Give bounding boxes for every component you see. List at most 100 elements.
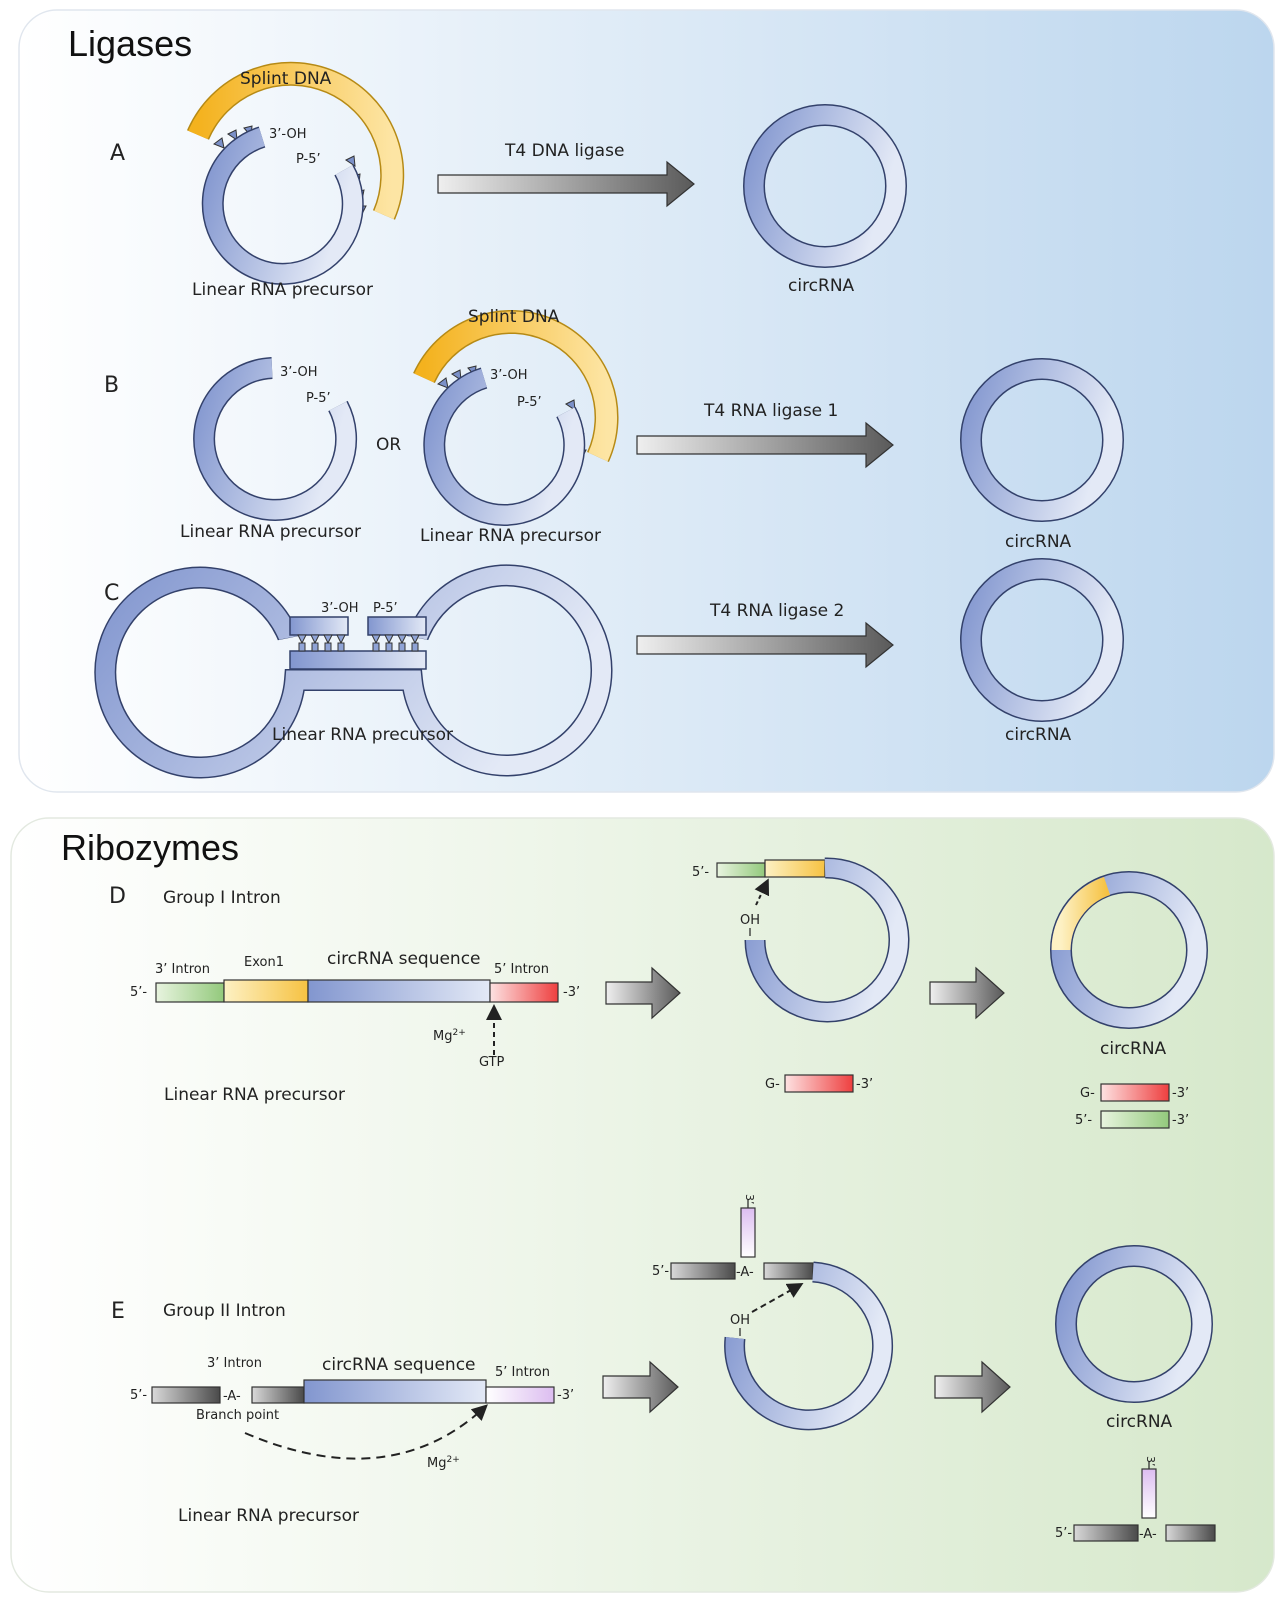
three-prime-top-e: 3’ [743, 1194, 756, 1205]
intron-type-e: Group II Intron [163, 1301, 286, 1321]
p-label-right: P-5’ [517, 395, 542, 410]
final-green-bar [1100, 1110, 1170, 1129]
a-link-e3: -A- [1139, 1527, 1157, 1542]
intron3-label: 3’ Intron [155, 962, 210, 977]
panel-c-letter: C [104, 581, 119, 606]
panel-b-letter: B [104, 373, 119, 398]
oh-label: 3’-OH [269, 127, 306, 142]
released-grey-left [1073, 1524, 1139, 1542]
three-prime-d4: -3’ [1172, 1113, 1189, 1128]
oh-label-d: OH [740, 913, 760, 928]
panel-a: A 3’-OH P-5’ Splint DNA Linear RNA precu… [110, 61, 907, 300]
product-label: circRNA [788, 276, 855, 296]
intron3b-bar-e [251, 1386, 305, 1404]
enzyme-label-b: T4 RNA ligase 1 [703, 401, 838, 421]
panel-e: E Group II Intron 5’- -A- -3’ 3’ Intron … [111, 1194, 1216, 1542]
product-label-c: circRNA [1005, 725, 1072, 745]
panel-c: C 3’-OH P-5’ Linear RNA precursor T4 RNA… [94, 558, 1124, 779]
precursor-label-left: Linear RNA precursor [180, 522, 361, 542]
reaction-arrow-e1 [602, 1360, 679, 1414]
mg-label: Mg2+ [433, 1028, 466, 1044]
three-prime-d3: -3’ [1172, 1086, 1189, 1101]
intermediate-yellow-bar [764, 859, 826, 878]
or-label: OR [376, 435, 401, 455]
ribozymes-panel [10, 817, 1275, 1593]
a-link-e2: -A- [736, 1265, 754, 1280]
five-prime-d: 5’- [130, 985, 147, 1000]
three-prime-top-e2: 3’ [1144, 1456, 1157, 1467]
intron3-label-e: 3’ Intron [207, 1356, 262, 1371]
oh-label-right: 3’-OH [490, 368, 527, 383]
panel-d: D Group I Intron 5’- -3’ 3’ Intron Exon1… [109, 857, 1208, 1129]
panel-b: B 3’-OH P-5’ OR 3’-OH P-5’ Splint DNA Li… [104, 307, 1124, 552]
panel-a-letter: A [110, 141, 125, 166]
final-red-bar [1100, 1083, 1170, 1102]
splint-label: Splint DNA [240, 69, 332, 89]
g-prefix-d: G- [765, 1077, 780, 1092]
precursor-label: Linear RNA precursor [192, 280, 373, 300]
released-purple-bar [1141, 1468, 1157, 1519]
ribozymes-title: Ribozymes [61, 827, 239, 868]
stem-base-pairs [297, 634, 420, 652]
branch-label: Branch point [196, 1408, 279, 1423]
intron5-label: 5’ Intron [494, 962, 549, 977]
p-label-c: P-5’ [373, 601, 398, 616]
branch-attack-arrow [244, 1404, 488, 1460]
released-grey-right [1165, 1524, 1216, 1542]
reaction-arrow-d2 [929, 966, 1005, 1020]
lariat-purple-bar [740, 1207, 756, 1258]
three-prime-d2: -3’ [856, 1077, 873, 1092]
precursor-label-e: Linear RNA precursor [178, 1506, 359, 1526]
ligases-panel [18, 9, 1275, 793]
reaction-arrow-b [636, 421, 894, 469]
exon1-bar [223, 979, 309, 1003]
intron-type-d: Group I Intron [163, 888, 281, 908]
intron5-bar [489, 982, 559, 1003]
reaction-arrow-c [636, 621, 894, 669]
circ-seq-bar [307, 979, 491, 1003]
precursor-label-c: Linear RNA precursor [272, 725, 453, 745]
released-intron5-bar [784, 1074, 854, 1093]
stem-bottom [289, 650, 427, 670]
oh-attack-arrow [754, 878, 770, 906]
enzyme-label-c: T4 RNA ligase 2 [709, 601, 844, 621]
intron3-bar [155, 982, 225, 1003]
stem-right [367, 616, 427, 636]
precursor-label-d: Linear RNA precursor [164, 1085, 345, 1105]
product-label-d: circRNA [1100, 1039, 1167, 1059]
precursor-label-right: Linear RNA precursor [420, 526, 601, 546]
intron5-bar-e [485, 1386, 555, 1404]
oh-label-c: 3’-OH [321, 601, 358, 616]
p-label: P-5’ [296, 152, 321, 167]
gtp-label: GTP [479, 1055, 505, 1070]
three-prime-e: -3’ [557, 1388, 574, 1403]
a-link-e: -A- [223, 1389, 241, 1404]
product-label-b: circRNA [1005, 532, 1072, 552]
ligases-title: Ligases [68, 23, 192, 64]
p-label-left: P-5’ [306, 391, 331, 406]
five-prime-e2: 5’- [652, 1264, 669, 1279]
lariat-grey-right [763, 1262, 814, 1280]
oh-label-e: OH [730, 1313, 750, 1328]
splint-label-b: Splint DNA [468, 307, 560, 327]
exon1-segment [1051, 877, 1111, 951]
reaction-arrow-e2 [934, 1360, 1011, 1414]
reaction-arrow [437, 160, 695, 208]
stem-left [289, 616, 349, 636]
five-prime-d2: 5’- [692, 865, 709, 880]
five-prime-d3: 5’- [1075, 1113, 1092, 1128]
product-label-e: circRNA [1106, 1412, 1173, 1432]
g-prefix-d2: G- [1080, 1086, 1095, 1101]
panel-e-letter: E [111, 1299, 125, 1324]
three-prime-d: -3’ [563, 985, 580, 1000]
mg-label-e: Mg2+ [427, 1455, 460, 1471]
enzyme-label: T4 DNA ligase [504, 141, 624, 161]
intron5-label-e: 5’ Intron [495, 1365, 550, 1380]
exon1-label: Exon1 [244, 955, 284, 970]
five-prime-e3: 5’- [1055, 1526, 1072, 1541]
reaction-arrow-d1 [605, 966, 681, 1020]
intron3-bar-e [151, 1386, 221, 1404]
panel-d-letter: D [109, 884, 126, 909]
intermediate-green-bar [716, 862, 766, 878]
